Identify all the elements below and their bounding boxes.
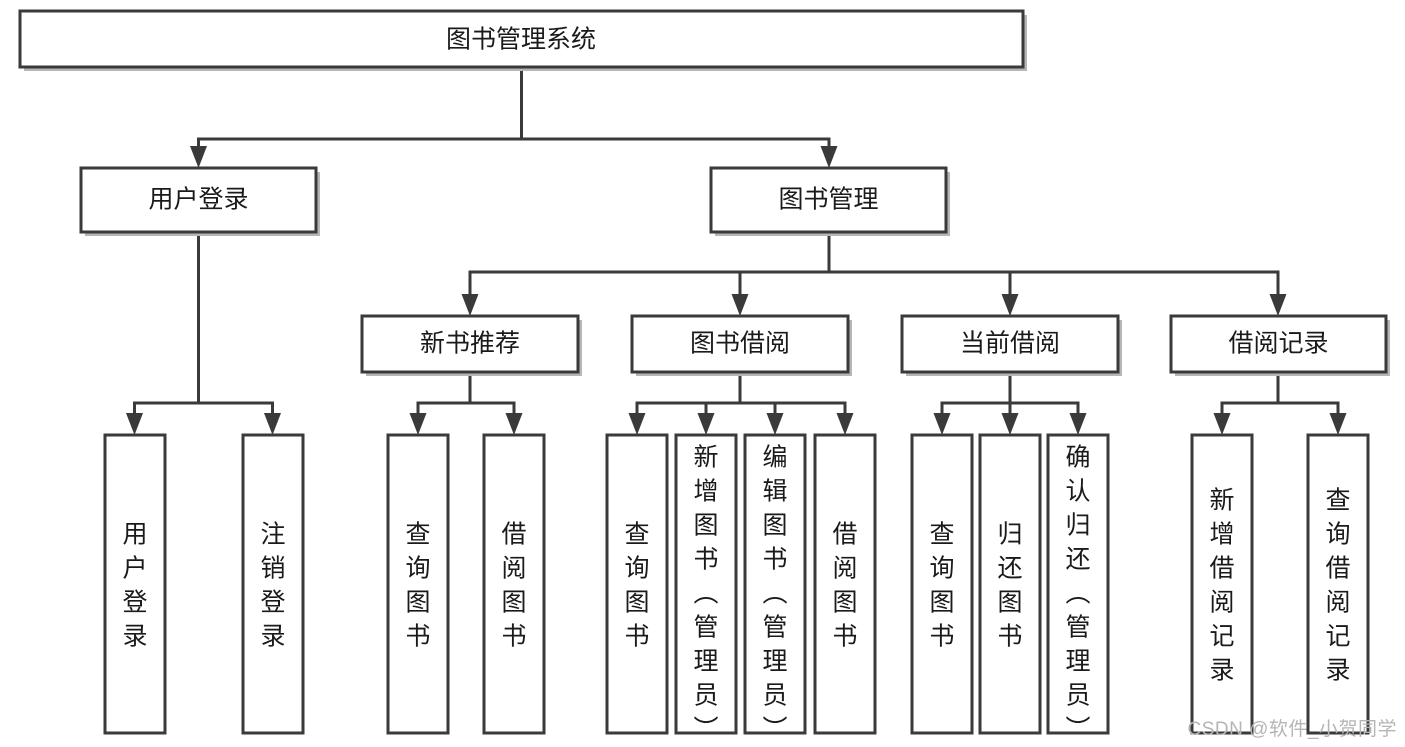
node-borrow-records-label: 借阅记录: [1228, 330, 1328, 358]
node-book-borrow-label: 图书借阅: [690, 330, 790, 358]
arrow-nb-query-book: [409, 413, 427, 435]
leaf-br-query-record[interactable]: 查询借阅记录: [1306, 433, 1370, 735]
arrow-br-query-record: [1329, 413, 1347, 435]
arrow-book-manage: [820, 146, 838, 168]
node-new-book-recommend-label: 新书推荐: [420, 330, 520, 358]
arrow-cb-query-book: [933, 413, 951, 435]
leaf-bb-add-book[interactable]: 新增图书︵管理员︶: [674, 433, 738, 744]
leaf-cb-query-book-label: 查询图书: [929, 521, 954, 651]
arrow-cb-return-book: [1001, 413, 1019, 435]
leaf-logout-label: 注销登录: [260, 521, 285, 651]
arrow-cb-confirm-return: [1069, 413, 1087, 435]
leaf-nb-query-book[interactable]: 查询图书: [386, 433, 450, 735]
leaf-bb-add-book-label: 新增图书︵管理员︶: [693, 444, 718, 744]
arrow-user-login: [190, 146, 207, 168]
leaf-cb-return-book-label: 归还图书: [997, 521, 1022, 651]
node-user-login[interactable]: 用户登录: [79, 166, 320, 236]
leaf-br-query-record-label: 查询借阅记录: [1325, 487, 1350, 685]
node-book-manage-label: 图书管理: [778, 186, 878, 214]
leaf-user-login[interactable]: 用户登录: [103, 433, 167, 735]
arrow-leaf-logout: [264, 413, 281, 435]
leaf-bb-borrow-book[interactable]: 借阅图书: [813, 433, 877, 735]
arrow-current-borrow: [1001, 294, 1019, 316]
leaf-cb-return-book[interactable]: 归还图书: [978, 433, 1042, 735]
arrow-bb-borrow-book: [836, 413, 854, 435]
leaf-bb-borrow-book-label: 借阅图书: [832, 521, 857, 651]
arrow-nb-borrow-book: [505, 413, 523, 435]
leaf-bb-query-book-label: 查询图书: [624, 521, 649, 651]
leaf-user-login-label: 用户登录: [122, 521, 147, 651]
leaf-br-add-record[interactable]: 新增借阅记录: [1190, 433, 1254, 735]
node-book-borrow[interactable]: 图书借阅: [630, 314, 852, 376]
arrow-borrow-records: [1269, 294, 1287, 316]
leaf-bb-edit-book[interactable]: 编辑图书︵管理员︶: [743, 433, 807, 744]
leaf-logout[interactable]: 注销登录: [241, 433, 305, 735]
leaf-cb-confirm-return-label: 确认归还︵管理员︶: [1065, 444, 1090, 744]
leaf-nb-borrow-book[interactable]: 借阅图书: [482, 433, 546, 735]
arrow-book-borrow: [731, 294, 749, 316]
arrow-new-book: [461, 294, 479, 316]
arrow-leaf-user-login: [126, 413, 143, 435]
node-current-borrow-label: 当前借阅: [960, 330, 1060, 358]
node-user-login-label: 用户登录: [148, 186, 248, 214]
leaf-cb-confirm-return[interactable]: 确认归还︵管理员︶: [1046, 433, 1110, 744]
node-root[interactable]: 图书管理系统: [18, 9, 1027, 71]
arrow-bb-add-book: [697, 413, 715, 435]
node-current-borrow[interactable]: 当前借阅: [900, 314, 1122, 376]
node-root-label: 图书管理系统: [446, 26, 596, 54]
arrow-bb-query-book: [628, 413, 646, 435]
arrow-bb-edit-book: [766, 413, 784, 435]
leaf-nb-borrow-book-label: 借阅图书: [501, 521, 526, 651]
leaf-bb-query-book[interactable]: 查询图书: [605, 433, 669, 735]
leaf-nb-query-book-label: 查询图书: [405, 521, 430, 651]
node-new-book-recommend[interactable]: 新书推荐: [360, 314, 582, 376]
node-book-manage[interactable]: 图书管理: [709, 166, 950, 236]
edges-layer: [126, 65, 1347, 435]
node-borrow-records[interactable]: 借阅记录: [1169, 314, 1390, 376]
leaf-br-add-record-label: 新增借阅记录: [1209, 487, 1234, 685]
leaf-cb-query-book[interactable]: 查询图书: [910, 433, 974, 735]
leaf-bb-edit-book-label: 编辑图书︵管理员︶: [762, 444, 787, 744]
arrow-br-add-record: [1213, 413, 1231, 435]
